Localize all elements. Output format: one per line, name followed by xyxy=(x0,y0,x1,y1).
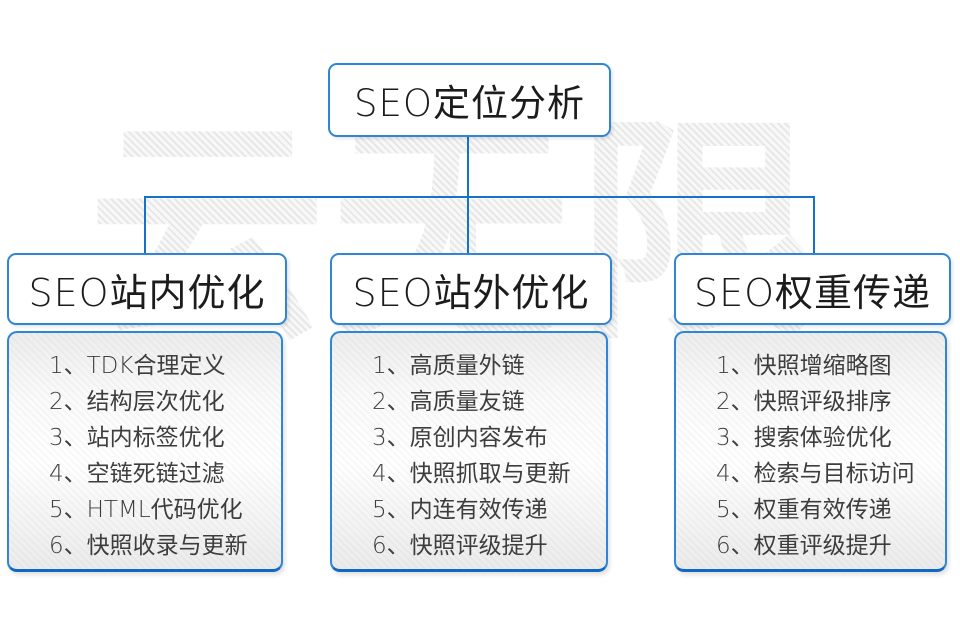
branch-list: 1、TDK合理定义 2、结构层次优化 3、站内标签优化 4、空链死链过滤 5、H… xyxy=(49,348,281,564)
branch-list-panel-offsite: 1、高质量外链 2、高质量友链 3、原创内容发布 4、快照抓取与更新 5、内连有… xyxy=(330,331,608,572)
list-item: 2、快照评级排序 xyxy=(716,389,892,415)
root-node: SEO定位分析 xyxy=(328,63,611,137)
branch-list-panel-weight: 1、快照增缩略图 2、快照评级排序 3、搜索体验优化 4、检索与目标访问 5、权… xyxy=(674,331,947,572)
connector-drop-left xyxy=(144,196,146,253)
connector-crossbar xyxy=(144,196,815,198)
connector-trunk xyxy=(467,137,469,253)
branch-title: SEO权重传递 xyxy=(693,270,932,315)
list-item: 5、HTML代码优化 xyxy=(49,497,243,523)
list-item: 4、检索与目标访问 xyxy=(716,461,915,487)
list-item: 4、空链死链过滤 xyxy=(49,461,225,487)
branch-list: 1、高质量外链 2、高质量友链 3、原创内容发布 4、快照抓取与更新 5、内连有… xyxy=(372,348,606,564)
list-item: 5、内连有效传递 xyxy=(372,497,548,523)
root-node-title: SEO定位分析 xyxy=(354,82,585,125)
list-item: 1、快照增缩略图 xyxy=(716,353,892,379)
list-item: 6、快照评级提升 xyxy=(372,533,548,559)
list-item: 4、快照抓取与更新 xyxy=(372,461,571,487)
branch-list-panel-onsite: 1、TDK合理定义 2、结构层次优化 3、站内标签优化 4、空链死链过滤 5、H… xyxy=(7,331,283,572)
list-item: 3、原创内容发布 xyxy=(372,425,548,451)
branch-header-weight: SEO权重传递 xyxy=(674,253,951,325)
branch-list: 1、快照增缩略图 2、快照评级排序 3、搜索体验优化 4、检索与目标访问 5、权… xyxy=(716,348,945,564)
list-item: 1、TDK合理定义 xyxy=(49,353,226,379)
branch-header-offsite: SEO站外优化 xyxy=(330,253,612,325)
list-item: 2、高质量友链 xyxy=(372,389,525,415)
connector-drop-right xyxy=(813,196,815,253)
branch-title: SEO站外优化 xyxy=(352,270,590,315)
list-item: 3、站内标签优化 xyxy=(49,425,225,451)
list-item: 1、高质量外链 xyxy=(372,353,525,379)
list-item: 5、权重有效传递 xyxy=(716,497,892,523)
list-item: 6、快照收录与更新 xyxy=(49,533,248,559)
list-item: 2、结构层次优化 xyxy=(49,389,225,415)
list-item: 6、权重评级提升 xyxy=(716,533,892,559)
branch-header-onsite: SEO站内优化 xyxy=(7,253,287,325)
branch-title: SEO站内优化 xyxy=(28,270,266,315)
list-item: 3、搜索体验优化 xyxy=(716,425,892,451)
